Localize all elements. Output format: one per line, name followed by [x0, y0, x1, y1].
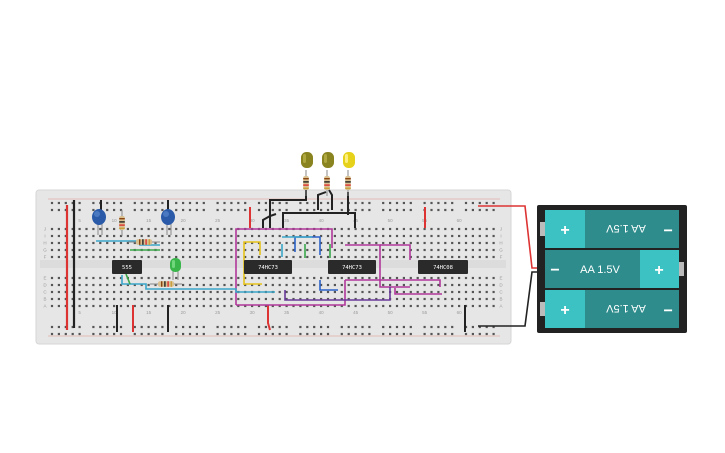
row-letter: F: [500, 255, 503, 260]
battery-cell-2-minus: −: [550, 262, 559, 279]
battery-cell-1[interactable]: + − AA 1.5V: [540, 210, 679, 248]
rail-jumpers[interactable]: [65, 200, 466, 332]
column-number: 60: [457, 310, 463, 315]
column-number: 45: [353, 310, 359, 315]
chip-74hc73-b-label: 74HC73: [342, 265, 362, 271]
column-number: 20: [181, 218, 187, 223]
column-number: 5: [78, 310, 81, 315]
row-letter: E: [499, 276, 502, 281]
column-number: 10: [112, 218, 118, 223]
row-letter: I: [500, 234, 501, 239]
column-number: 55: [422, 310, 428, 315]
chip-74hc73-a[interactable]: 74HC73: [244, 260, 292, 274]
battery-cell-3-label: AA 1.5V: [605, 302, 645, 314]
chip-74hc08-label: 74HC08: [433, 265, 453, 271]
row-letter: G: [499, 248, 503, 253]
chip-74hc73-a-label: 74HC73: [258, 265, 278, 271]
battery-wires[interactable]: [478, 205, 538, 327]
battery-cell-1-minus: −: [663, 221, 672, 238]
row-letter: J: [500, 227, 502, 232]
resistor-r3[interactable]: [150, 281, 182, 287]
row-letter: B: [499, 297, 502, 302]
column-number: 15: [146, 218, 152, 223]
row-letter: E: [43, 276, 46, 281]
chip-74hc08[interactable]: 74HC08: [418, 260, 468, 274]
column-number: 20: [181, 310, 187, 315]
resistor-led-2[interactable]: [324, 170, 330, 196]
row-letter: F: [44, 255, 47, 260]
row-letter: A: [43, 304, 46, 309]
row-letter: B: [43, 297, 46, 302]
column-number: 35: [284, 218, 290, 223]
chip-555-label: 555: [122, 265, 132, 271]
row-letter: D: [499, 283, 503, 288]
resistor-r1[interactable]: [119, 210, 125, 236]
battery-cell-3-minus: −: [663, 301, 672, 318]
capacitor-c2[interactable]: [161, 209, 175, 235]
led-3[interactable]: [343, 152, 355, 168]
chip-74hc73-b[interactable]: 74HC73: [328, 260, 376, 274]
battery-pack[interactable]: + − AA 1.5V − + AA 1.5V + − AA 1.5V: [537, 205, 687, 333]
led-green[interactable]: [170, 258, 181, 280]
resistor-led-1[interactable]: [303, 170, 309, 196]
column-number: 25: [215, 310, 221, 315]
row-letter: A: [499, 304, 502, 309]
led-1[interactable]: [301, 152, 313, 168]
column-number: 50: [388, 310, 394, 315]
column-number: 10: [112, 310, 118, 315]
battery-cell-2-plus: +: [654, 262, 663, 279]
battery-cell-3[interactable]: + − AA 1.5V: [540, 290, 679, 328]
row-letter: I: [44, 234, 45, 239]
row-letter: D: [43, 283, 47, 288]
row-letter: C: [499, 290, 503, 295]
column-number: 30: [250, 218, 256, 223]
row-letter: H: [499, 241, 502, 246]
column-number: 40: [319, 310, 325, 315]
row-letter: C: [43, 290, 47, 295]
battery-cell-1-label: AA 1.5V: [605, 222, 645, 234]
column-number: 35: [284, 310, 290, 315]
column-number: 40: [319, 218, 325, 223]
column-number: 50: [388, 218, 394, 223]
chip-555[interactable]: 555: [112, 260, 142, 274]
column-number: 25: [215, 218, 221, 223]
led-2[interactable]: [322, 152, 334, 168]
resistor-led-3[interactable]: [345, 170, 351, 196]
signal-wires[interactable]: [96, 228, 442, 306]
column-number: 60: [457, 218, 463, 223]
battery-cell-2-label: AA 1.5V: [580, 264, 620, 276]
resistors[interactable]: [119, 170, 351, 287]
row-letter: G: [43, 248, 47, 253]
row-letter: J: [44, 227, 46, 232]
resistor-r2[interactable]: [128, 239, 160, 245]
row-letter: H: [43, 241, 46, 246]
column-number: 30: [250, 310, 256, 315]
battery-cell-3-plus: +: [560, 302, 569, 319]
battery-cell-2[interactable]: − + AA 1.5V: [545, 250, 684, 288]
column-number: 15: [146, 310, 152, 315]
capacitor-c1[interactable]: [92, 209, 106, 235]
column-number: 5: [78, 218, 81, 223]
battery-cell-1-plus: +: [560, 222, 569, 239]
